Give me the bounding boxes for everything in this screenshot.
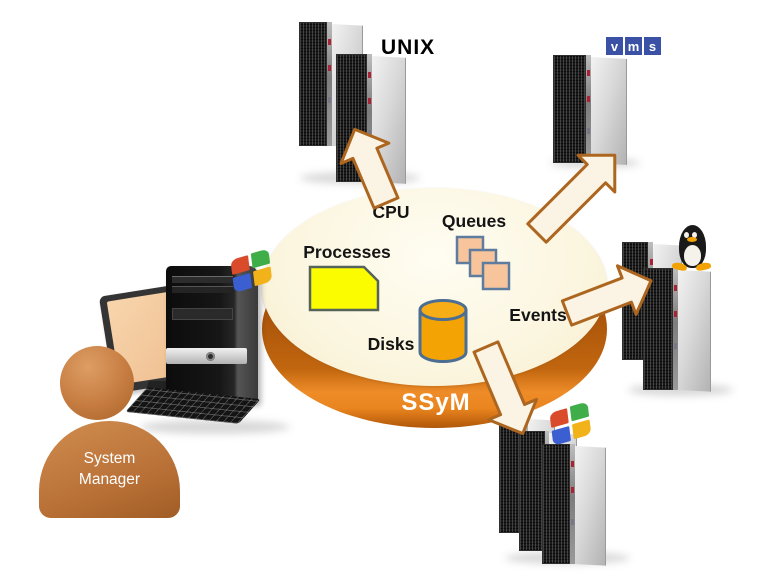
power-button-icon <box>206 351 216 361</box>
server-tower-linux-front <box>643 268 711 392</box>
manager-label-line1: System <box>83 450 136 467</box>
tux-linux-icon <box>671 224 713 272</box>
hub-label-processes: Processes <box>303 242 391 262</box>
hub-label-events: Events <box>509 305 567 325</box>
person-figure-body: System Manager <box>39 421 180 518</box>
server-tower-vms <box>553 55 627 165</box>
hub-cylinder-face <box>262 188 607 386</box>
person-figure-head <box>60 346 134 420</box>
manager-label-line2: Manager <box>78 471 141 488</box>
server-tower-unix-front <box>336 54 406 184</box>
hub-label-queues: Queues <box>441 211 507 231</box>
server-tower-windows-3 <box>542 444 606 566</box>
hub-name-label: SSyM <box>401 389 471 416</box>
vms-letter: m <box>625 37 642 55</box>
vms-letter: s <box>644 37 661 55</box>
unix-label: UNIX <box>381 36 436 59</box>
hub-label-disks: Disks <box>367 334 415 354</box>
windows-logo-icon <box>549 401 595 447</box>
hub-label-cpu: CPU <box>372 202 410 222</box>
vms-letter: v <box>606 37 623 55</box>
server-tower-unix-back <box>299 22 363 148</box>
windows-logo-icon <box>230 248 276 294</box>
vms-logo: v m s <box>606 37 661 55</box>
